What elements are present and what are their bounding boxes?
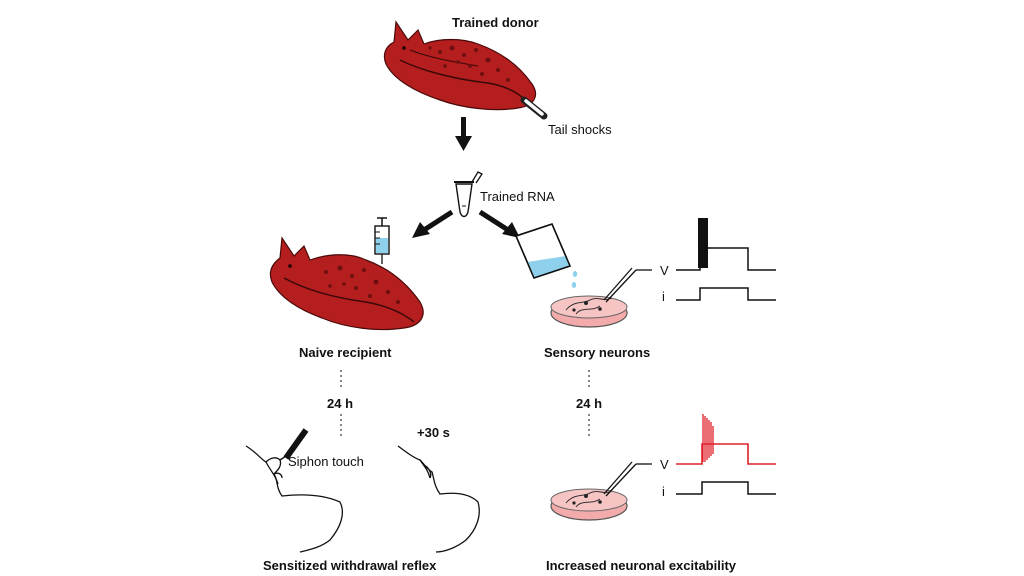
voltage-trace-top	[676, 218, 776, 271]
petri-dish-top	[550, 295, 628, 328]
naive-recipient-label: Naive recipient	[299, 345, 392, 360]
siphon-drawing-right	[397, 445, 480, 553]
current-trace-bottom	[676, 481, 776, 495]
trace-bottom-v-label: V	[660, 457, 669, 472]
siphon-drawing-left	[245, 445, 344, 553]
voltage-trace-bottom	[676, 414, 776, 465]
trace-top-v-label: V	[660, 263, 669, 278]
plus-30s-label: +30 s	[417, 425, 450, 440]
time-left-label: 24 h	[327, 396, 353, 411]
down-arrow	[455, 117, 472, 151]
electrode-top	[603, 267, 652, 303]
drop-icons	[571, 271, 578, 288]
siphon-touch-probe	[279, 428, 309, 461]
trained-donor-label: Trained donor	[452, 15, 539, 30]
tail-shock-electrode	[520, 96, 548, 120]
siphon-touch-label: Siphon touch	[288, 454, 364, 469]
trace-top-i-label: i	[662, 289, 665, 304]
rna-tube-icon	[454, 171, 483, 218]
sensory-neurons-label: Sensory neurons	[544, 345, 650, 360]
electrode-bottom	[603, 461, 652, 497]
tail-shocks-label: Tail shocks	[548, 122, 612, 137]
beaker-icon	[514, 223, 572, 279]
trained-rna-label: Trained RNA	[480, 189, 555, 204]
arrow-to-neurons	[478, 209, 520, 238]
increased-excitability-label: Increased neuronal excitability	[546, 558, 737, 573]
time-right-label: 24 h	[576, 396, 602, 411]
trained-donor-slug	[383, 20, 537, 111]
current-trace-top	[676, 287, 776, 301]
trace-bottom-i-label: i	[662, 484, 665, 499]
sensitized-reflex-label: Sensitized withdrawal reflex	[263, 558, 437, 573]
naive-recipient-slug	[269, 236, 424, 331]
arrow-to-recipient	[412, 209, 454, 238]
petri-dish-bottom	[550, 488, 628, 521]
syringe-icon	[374, 217, 390, 264]
